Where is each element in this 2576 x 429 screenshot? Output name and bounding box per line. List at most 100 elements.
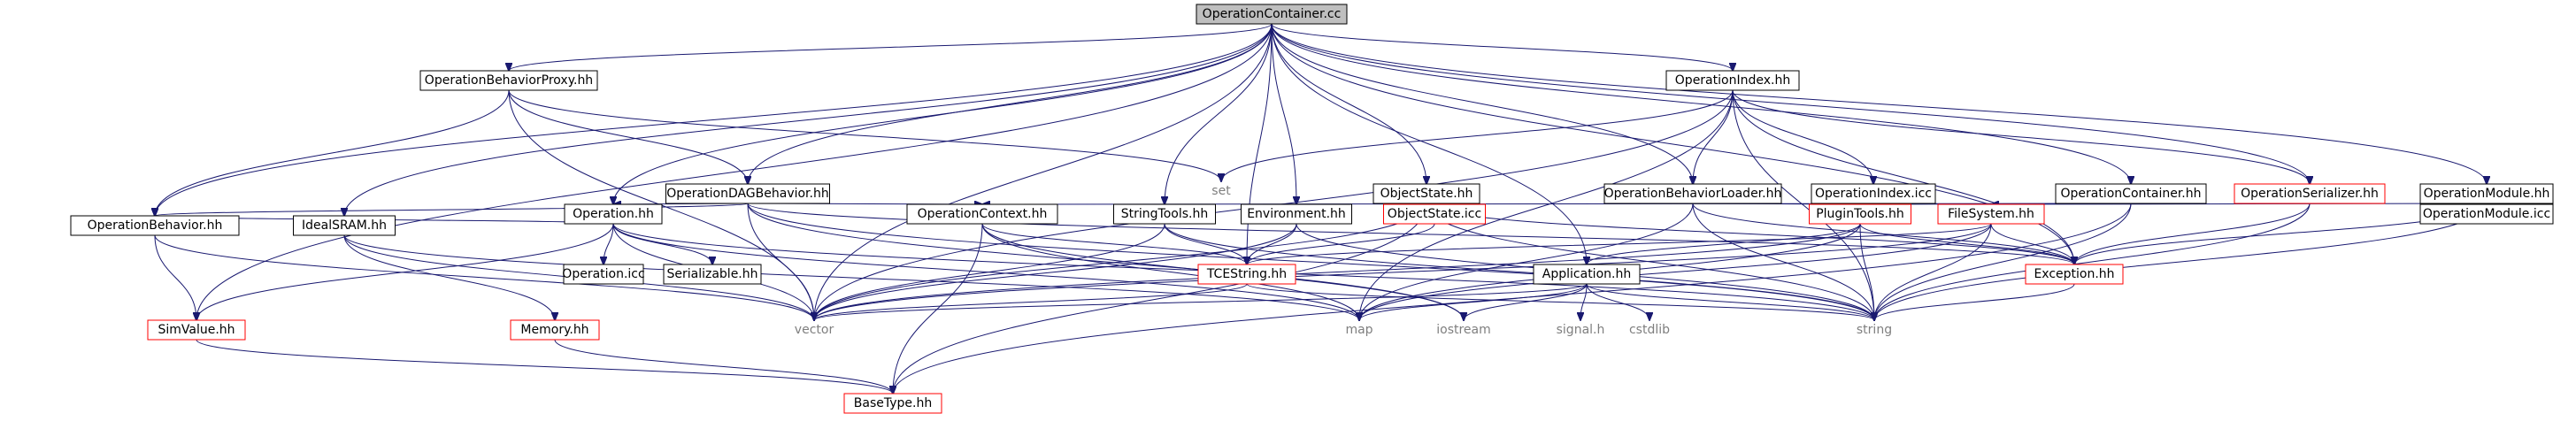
edge-strt-string [1164, 223, 1874, 320]
edge-root-env [1271, 23, 1296, 204]
edge-fsys-string [1874, 223, 1992, 320]
node-label: OperationModule.icc [2423, 207, 2550, 221]
node-set: set [1211, 184, 1231, 198]
edge-op-opicc [604, 223, 614, 264]
node-mem[interactable]: Memory.hh [510, 319, 600, 341]
node-label: OperationIndex.hh [1675, 73, 1790, 88]
edge-omod-string [1874, 203, 2488, 320]
node-label: TCEString.hh [1206, 267, 1287, 281]
node-odag[interactable]: OperationDAGBehavior.hh [665, 183, 830, 204]
node-exc[interactable]: Exception.hh [2025, 264, 2124, 285]
node-box [1809, 203, 1911, 225]
node-label: Operation.hh [573, 207, 654, 221]
node-ocont[interactable]: OperationContainer.hh [2055, 183, 2207, 204]
node-oidx[interactable]: OperationIndex.hh [1665, 70, 1800, 91]
edge-root-omod [1271, 23, 2487, 184]
edge-env-vector [814, 223, 1297, 320]
edge-plug-app [1587, 223, 1861, 264]
node-obp[interactable]: OperationBehaviorProxy.hh [419, 70, 598, 91]
node-app[interactable]: Application.hh [1533, 264, 1641, 285]
node-oidxicc[interactable]: OperationIndex.icc [1811, 183, 1936, 204]
node-root[interactable]: OperationContainer.cc [1196, 4, 1348, 25]
node-obl[interactable]: OperationBehaviorLoader.hh [1603, 183, 1782, 204]
node-btype[interactable]: BaseType.hh [843, 393, 942, 414]
node-box [2419, 183, 2554, 204]
node-label: OperationBehaviorLoader.hh [1604, 187, 1782, 201]
node-box [1533, 264, 1641, 285]
edge-fsys-map [1359, 223, 1992, 320]
node-label: Application.hh [1542, 267, 1631, 281]
node-box [564, 203, 663, 225]
edge-isram-map [343, 234, 1359, 320]
edge-fsys-exc [1990, 223, 2074, 264]
node-env[interactable]: Environment.hh [1241, 203, 1352, 225]
edge-root-obp [509, 23, 1273, 71]
node-ser[interactable]: Serializable.hh [663, 264, 762, 285]
node-label: cstdlib [1629, 323, 1670, 337]
edge-app-cstdlib [1586, 283, 1649, 320]
node-label: IdealSRAM.hh [302, 218, 387, 233]
node-box [1665, 70, 1800, 91]
node-omod[interactable]: OperationModule.hh [2419, 183, 2554, 204]
node-box [663, 264, 762, 285]
node-label: OperationContainer.hh [2061, 187, 2202, 201]
edge-root-odag [748, 23, 1273, 184]
edge-obeh-simv [154, 234, 196, 320]
node-label: BaseType.hh [854, 396, 932, 410]
edge-root-oser [1271, 23, 2310, 184]
edge-fsys-vector [814, 223, 1992, 320]
node-osticc[interactable]: ObjectState.icc [1383, 203, 1486, 225]
edge-plug-exc [1859, 223, 2074, 264]
edge-simv-btype [196, 339, 893, 394]
node-iostream: iostream [1436, 323, 1491, 337]
edge-odag-iostream [747, 203, 1464, 320]
node-box [2234, 183, 2386, 204]
node-label: PluginTools.hh [1816, 207, 1904, 221]
node-oser[interactable]: OperationSerializer.hh [2234, 183, 2386, 204]
edge-root-simv [196, 23, 1273, 320]
edge-strt-vector [814, 223, 1165, 320]
node-label: OperationBehavior.hh [88, 218, 223, 233]
node-op[interactable]: Operation.hh [564, 203, 663, 225]
edge-root-obl [1271, 23, 1693, 184]
node-signal: signal.h [1557, 323, 1605, 337]
node-label: vector [795, 323, 834, 337]
edge-obp-set [508, 89, 1221, 181]
node-label: OperationModule.hh [2424, 187, 2550, 201]
edge-oser-string [1874, 203, 2311, 320]
node-strt[interactable]: StringTools.hh [1113, 203, 1216, 225]
edge-tce-string [1246, 283, 1874, 320]
node-isram[interactable]: IdealSRAM.hh [293, 215, 396, 236]
node-ostate[interactable]: ObjectState.hh [1373, 183, 1480, 204]
node-octx[interactable]: OperationContext.hh [906, 203, 1058, 225]
node-label: Exception.hh [2034, 267, 2114, 281]
edge-octx-tce [981, 223, 1247, 264]
edge-root-ocont [1271, 23, 2131, 184]
edge-oidx-string [1732, 89, 1874, 320]
node-obeh[interactable]: OperationBehavior.hh [70, 215, 240, 236]
node-label: OperationDAGBehavior.hh [666, 187, 828, 201]
node-label: signal.h [1557, 323, 1605, 337]
node-box [510, 319, 600, 341]
node-box [147, 319, 246, 341]
edge-odag-exc [747, 203, 2074, 264]
node-opicc[interactable]: Operation.icc [562, 264, 645, 285]
edge-plug-string [1859, 223, 1874, 320]
edge-oidx-obl [1693, 89, 1734, 184]
node-fsys[interactable]: FileSystem.hh [1937, 203, 2045, 225]
node-label: set [1211, 184, 1231, 198]
node-box [906, 203, 1058, 225]
node-label: ObjectState.icc [1388, 207, 1481, 221]
node-tce[interactable]: TCEString.hh [1197, 264, 1296, 285]
node-box [419, 70, 598, 91]
node-label: OperationContext.hh [918, 207, 1048, 221]
node-string: string [1857, 323, 1892, 337]
node-simv[interactable]: SimValue.hh [147, 319, 246, 341]
node-label: string [1857, 323, 1892, 337]
edge-obp-obeh [155, 89, 510, 216]
node-omodicc[interactable]: OperationModule.icc [2419, 203, 2554, 225]
node-plug[interactable]: PluginTools.hh [1809, 203, 1911, 225]
edge-root-oidx [1271, 23, 1733, 71]
edge-tce-vector [814, 283, 1248, 320]
